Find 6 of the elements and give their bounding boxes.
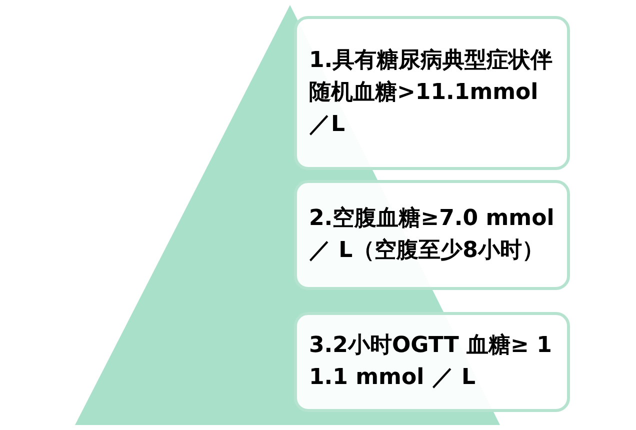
criterion-box [294, 16, 570, 170]
criterion-box [294, 312, 570, 412]
criterion-box [294, 180, 570, 290]
criterion-text: 1.具有糖尿病典型症状伴随机血糖>11.1mmol／L [309, 47, 554, 139]
criterion-text: 2.空腹血糖≥7.0 mmol ／ L（空腹至少8小时） [309, 205, 555, 265]
criterion-text: 3.2小时OGTT 血糖≥ 11.1 mmol ／ L [309, 332, 553, 392]
